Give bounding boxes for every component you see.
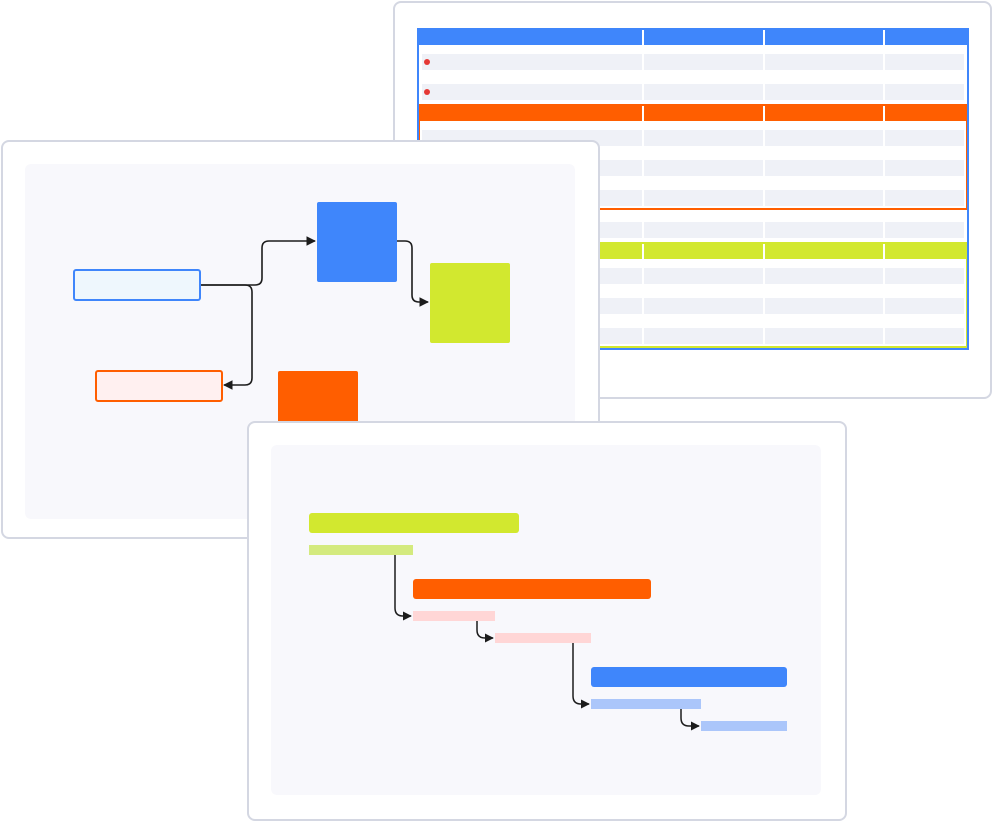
status-dot (424, 89, 430, 95)
gantt-dependency-arrow (394, 555, 412, 621)
flow-node-c (430, 263, 510, 343)
gantt-task-bar (495, 633, 591, 643)
flowchart-preview-card[interactable] (1, 140, 600, 539)
gantt-task-bar (413, 611, 495, 621)
gantt-preview (271, 445, 821, 795)
table-band-header-orange-group (418, 105, 968, 121)
table-row (422, 54, 964, 70)
gantt-task-bar (701, 721, 787, 731)
table-row (422, 84, 964, 100)
gantt-group-bar-orange-phase (413, 579, 651, 599)
edge-node-a-to-node-b (200, 236, 316, 286)
edge-node-a-to-node-d (200, 284, 253, 390)
gantt-dependency-arrow (476, 621, 494, 643)
gantt-preview-card[interactable] (247, 421, 847, 821)
gantt-dependency-arrow (680, 709, 700, 731)
gantt-canvas (271, 445, 821, 795)
gantt-dependency-arrow (572, 643, 590, 709)
edge-node-b-to-node-c (397, 240, 429, 307)
flow-node-d (95, 370, 223, 402)
gantt-group-bar-blue-phase (591, 667, 787, 687)
table-band-header-blue-group (418, 29, 968, 45)
status-dot (424, 59, 430, 65)
flow-node-b (317, 202, 397, 282)
gantt-group-bar-lime-phase (309, 513, 519, 533)
gantt-task-bar (591, 699, 701, 709)
flow-node-a (73, 269, 201, 301)
gantt-task-bar (309, 545, 413, 555)
